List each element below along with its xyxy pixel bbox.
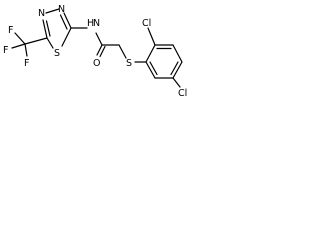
structure-drawing: F F F S N N H N O S Cl Cl	[3, 4, 187, 99]
bond-carbonyl-o-double	[99, 45, 106, 58]
bond-ring-c6-c1-double	[149, 61, 158, 76]
atom-s-thiadiazole: S	[54, 48, 60, 59]
bond-cf3-f-bottom	[24, 43, 28, 57]
bond-ring-s-c2	[46, 37, 54, 49]
bond-ring-n-right-c5	[63, 12, 72, 29]
bond-ring-c3-c4	[172, 44, 183, 63]
atom-nh-h: H	[87, 18, 94, 29]
bond-c5-cl-bottom	[172, 77, 181, 88]
bond-c2-cf3	[24, 37, 48, 45]
bond-cf3-f-top	[14, 32, 26, 45]
bond-ring-c2-n-left-double	[45, 20, 51, 37]
bond-ring-c4-c5	[172, 61, 183, 79]
atom-n-left: N	[38, 8, 45, 19]
bond-ring-c1-c2	[145, 44, 156, 63]
atom-f-left: F	[3, 45, 8, 56]
bond-ring-c4-c5-double	[170, 61, 179, 76]
molecule-structure: F F F S N N H N O S Cl Cl	[0, 0, 198, 99]
bond-ch2-s	[118, 44, 127, 59]
bond-cf3-f-left	[11, 43, 26, 49]
atom-cl-bottom: Cl	[178, 88, 187, 99]
bond-carbonyl-o	[96, 44, 103, 56]
bond-c2-cl-top	[147, 27, 156, 46]
atom-s-thioether: S	[126, 58, 132, 69]
atom-carbonyl-o: O	[93, 58, 100, 69]
bond-ring-n-n	[45, 8, 60, 14]
atom-f-bottom: F	[24, 58, 29, 69]
atom-f-top: F	[8, 25, 13, 36]
bond-ring-c2-n-left	[42, 19, 48, 39]
atom-nh-n: N	[93, 18, 100, 29]
bond-ring-c5-s	[61, 27, 72, 47]
bond-ring-n-right-c5-double	[59, 14, 68, 30]
atom-cl-top: Cl	[142, 18, 151, 29]
atom-n-right: N	[58, 4, 65, 15]
bond-nh-carbonyl	[95, 32, 103, 46]
bond-ring-c6-c1	[145, 61, 156, 79]
